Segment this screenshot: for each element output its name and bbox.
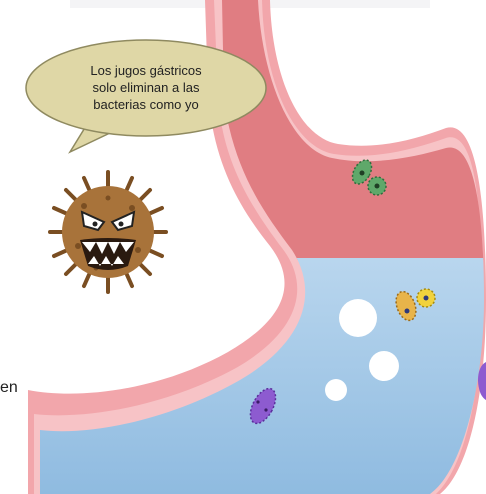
speech-line-1: Los jugos gástricos [46,62,246,79]
speech-bubble-text: Los jugos gástricos solo eliminan a las … [46,62,246,113]
left-edge-text-fragment: en [0,379,18,397]
speech-line-3: bacterias como yo [46,96,246,113]
bubble-small [325,379,347,401]
bubble-large [339,299,377,337]
speech-line-2: solo eliminan a las [46,79,246,96]
bubble-medium [369,351,399,381]
bacteria-monster-icon [50,172,166,292]
